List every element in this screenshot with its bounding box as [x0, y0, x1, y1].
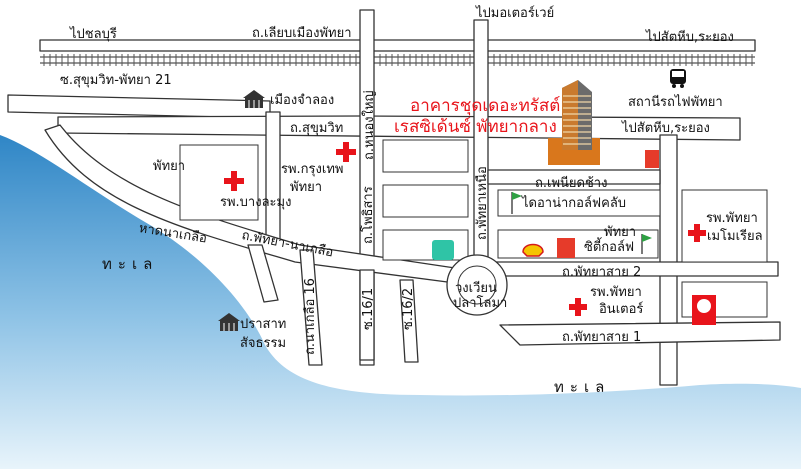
block-3 [382, 229, 469, 261]
label-to-sattahip-top: ไปสัตหีบ,ระยอง [646, 30, 734, 45]
label-pattaya-memorial: รพ.พัทยา [706, 211, 758, 226]
store-logo-icon [645, 150, 659, 168]
label-sukhumvit-rd: ถ.สุขุมวิท [290, 121, 344, 136]
mall-logo-icon [697, 299, 711, 313]
label-diana-golf: ไดอาน่ากอล์ฟคลับ [522, 196, 627, 211]
block-2 [382, 184, 469, 218]
road-naklua-16 [299, 249, 323, 366]
label-soi-16-2: ซ.16/2 [401, 287, 416, 330]
label-train-station: สถานีรถไฟพัทยา [628, 95, 723, 110]
label-pattaya-city-golf-2: ซิตี้กอล์ฟ [584, 240, 635, 255]
label-to-sattahip-mid: ไปสัตหีบ,ระยอง [622, 121, 710, 136]
label-pattaya-inter-2: อินเตอร์ [599, 302, 644, 317]
label-pattaya-inter: รพ.พัทยา [590, 285, 642, 300]
label-sea-top: ทะเล [102, 255, 159, 273]
road-pattaya-naklua [44, 124, 456, 284]
red-cross-icon [336, 142, 356, 162]
block-1 [382, 139, 469, 173]
road-bangkok-hosp [265, 111, 281, 248]
label-pattaya-sai-2: ถ.พัทยาสาย 2 [562, 265, 642, 280]
road-phoenix [487, 169, 661, 185]
road-pattaya-sai-1 [499, 321, 781, 346]
road-soi-16-1 [359, 269, 375, 361]
red-cross-icon [688, 224, 706, 242]
label-dolphin-circle-2: ปลาโลมา [453, 296, 508, 311]
temple-building-icon [243, 90, 265, 108]
label-naklua-16: ถ.นาเกลือ 16 [303, 278, 318, 355]
red-cross-icon [224, 171, 244, 191]
label-soi-sukhumvit-21: ซ.สุขุมวิท-พัทยา 21 [60, 73, 172, 88]
block-4 [497, 189, 661, 217]
railway-track-icon [40, 54, 755, 66]
temple-building-icon [218, 313, 240, 331]
label-phothisan-rd: ถ.โพธิสาร [361, 186, 376, 244]
hotel-tower-icon [548, 80, 600, 165]
dolphin-circle-inner [457, 265, 497, 305]
label-nong-yai-rd: ถ.หนองใหญ่ [362, 90, 377, 160]
label-pattaya-nua-rd: ถ.พัทยาเหนือ [475, 166, 490, 240]
label-to-chonburi: ไปชลบุรี [70, 27, 117, 42]
road-liap-mueang [39, 39, 756, 52]
label-pattaya-memorial-2: เมโมเรียล [707, 229, 763, 244]
block-8 [179, 144, 259, 221]
label-soi-16-1: ซ.16/1 [361, 287, 376, 330]
label-banglamung-hospital: รพ.บางละมุง [220, 195, 292, 210]
label-bangkok-hospital-2: พัทยา [290, 180, 323, 195]
road-sukhumvit-21 [7, 94, 271, 119]
hotel-name-line-1: อาคารชุดเดอะทรัสต์ [410, 96, 561, 116]
label-pattaya: พัทยา [153, 159, 186, 174]
golf-flag-icon [641, 234, 652, 254]
store-logo-icon [557, 238, 575, 258]
label-bangkok-hospital: รพ.กรุงเทพ [281, 162, 344, 177]
hotel-name-line-2: เรสซิเด้นซ์ พัทยากลาง [394, 117, 557, 137]
label-to-motorway: ไปมอเตอร์เวย์ [476, 6, 555, 21]
label-pattaya-city-golf: พัทยา [604, 225, 637, 240]
label-liap-mueang: ถ.เลียบเมืองพัทยา [252, 26, 352, 41]
sea-area [0, 135, 801, 469]
label-phoenix-rd: ถ.เพนียดช้าง [535, 176, 608, 191]
label-sanctuary-2: สัจธรรม [240, 336, 287, 351]
road-east-vertical [659, 134, 678, 386]
road-beach-link [247, 244, 279, 303]
golf-flag-icon [511, 192, 522, 214]
label-pattaya-sai-1: ถ.พัทยาสาย 1 [562, 330, 642, 345]
bus-icon [670, 69, 686, 88]
shell-station-icon [522, 243, 544, 257]
label-dolphin-circle: วงเวียน [455, 281, 497, 296]
red-cross-icon [569, 298, 587, 316]
label-mueang-jamlong: เมืองจำลอง [270, 93, 335, 108]
road-soi-16-2 [399, 279, 419, 363]
label-sanctuary: ปราสาท [240, 317, 287, 332]
label-sea-bottom: ทะเล [554, 378, 611, 396]
shop-logo-icon [432, 240, 454, 260]
